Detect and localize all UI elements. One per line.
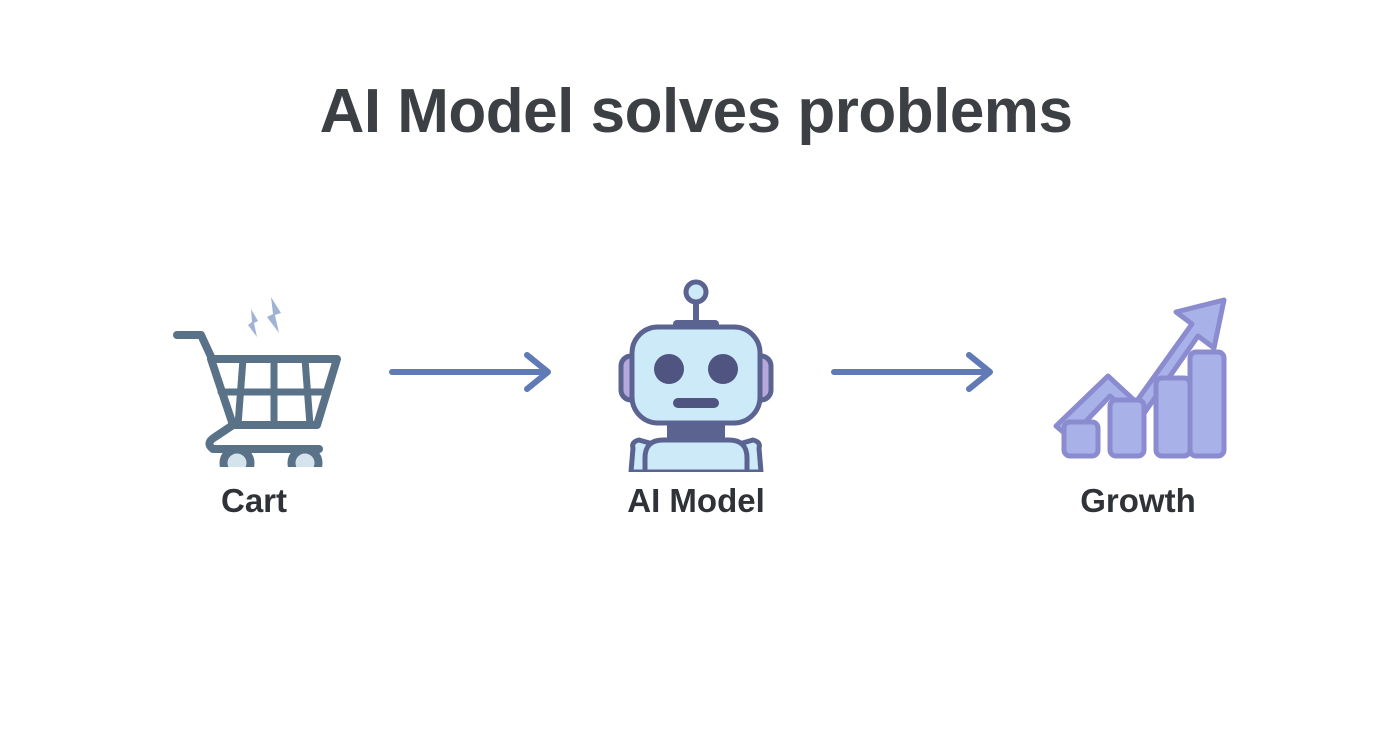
growth-chart-icon [1053,297,1227,459]
robot-eye-right [708,354,738,384]
cart-handle [173,331,217,365]
cart-sparkle-large-icon [267,297,281,333]
flow-step-growth: Growth [1015,272,1261,520]
flow-step-label-cart: Cart [220,482,288,519]
cart-wheel-right [287,445,323,467]
robot-head [629,324,763,426]
cart-lower-rail [205,421,323,453]
cart-icon-wrapper [159,272,349,472]
cart-wheel-left [219,445,255,467]
flow-step-label-growth: Growth [1080,482,1196,519]
flow-step-label-ai-model: AI Model [627,482,765,519]
arrow-head [965,352,993,392]
growth-bar-1 [1061,419,1101,459]
cart-grid-vertical-3 [301,355,314,429]
growth-icon-wrapper [1048,272,1228,472]
growth-bar-2 [1107,397,1147,459]
growth-bar-4 [1187,349,1227,459]
cart-sparkle-small-icon [248,309,258,337]
robot-icon [618,279,774,472]
robot-antenna-ball [683,279,709,305]
robot-mouth [673,398,719,408]
robot-eye-left [654,354,684,384]
arrow-right-icon [388,352,551,392]
flow-connector-2 [819,272,1015,472]
robot-neck [667,422,725,440]
arrow-right-icon [830,352,993,392]
flow-step-cart: Cart [131,272,377,520]
arrow-head [523,352,551,392]
robot-icon-wrapper [601,272,791,472]
flow-step-ai-model: AI Model [573,272,819,520]
flow-connector-1 [377,272,573,472]
growth-bar-3 [1153,375,1193,459]
cart-grid-vertical-1 [234,355,247,429]
robot-torso [642,437,750,472]
shopping-cart-icon [173,297,341,467]
cart-basket [207,355,341,429]
page-title: AI Model solves problems [319,77,1073,146]
process-flow: Cart [0,272,1392,562]
